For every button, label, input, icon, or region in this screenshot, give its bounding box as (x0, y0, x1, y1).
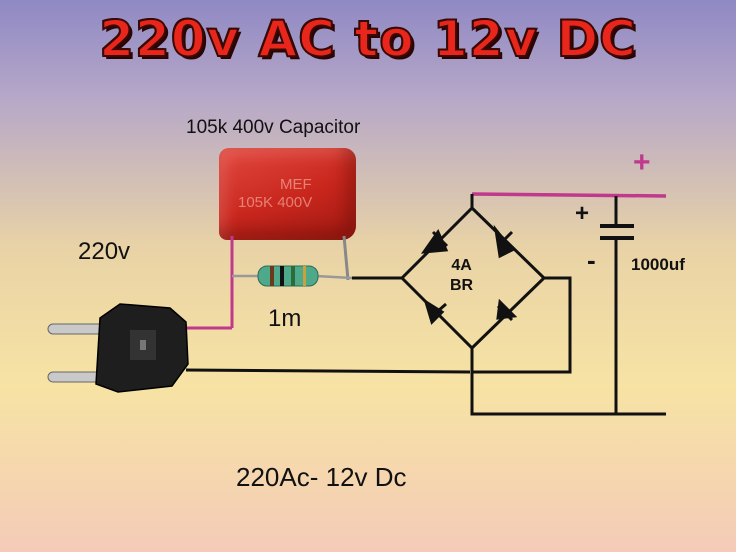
capacitor-marking: MEF 105K 400V (238, 176, 338, 212)
bridge-right-wire (472, 276, 572, 374)
plug-neutral-wire (185, 368, 471, 374)
power-plug (47, 303, 189, 393)
capacitor-label: 105k 400v Capacitor (186, 117, 361, 138)
capacitor-value-label: 1000uf (631, 255, 685, 274)
resistor-lead-right (315, 274, 353, 280)
input-voltage-label: 220v (78, 238, 131, 265)
bridge-label-rating: 4A (451, 257, 472, 274)
electrolytic-capacitor (600, 196, 634, 414)
capacitor-marking-line1: MEF (280, 176, 312, 193)
output-plus-sign: + (633, 146, 651, 179)
resistor-label: 1m (268, 305, 302, 332)
diagram-title: 220v AC to 12v DC (98, 9, 637, 69)
negative-rail (470, 348, 666, 416)
bridge-label-type: BR (450, 277, 474, 294)
footer-caption: 220Ac- 12v Dc (236, 462, 407, 492)
capacitor-minus-sign: - (587, 245, 596, 275)
capacitor-plus-sign: + (575, 200, 590, 227)
bridge-label: 4A BR (450, 256, 473, 296)
resistor-1m (257, 265, 319, 287)
positive-rail (471, 192, 667, 198)
capacitor-right-leg (342, 235, 350, 281)
capacitor-marking-line2: 105K 400V (238, 194, 313, 211)
film-capacitor (219, 148, 356, 240)
